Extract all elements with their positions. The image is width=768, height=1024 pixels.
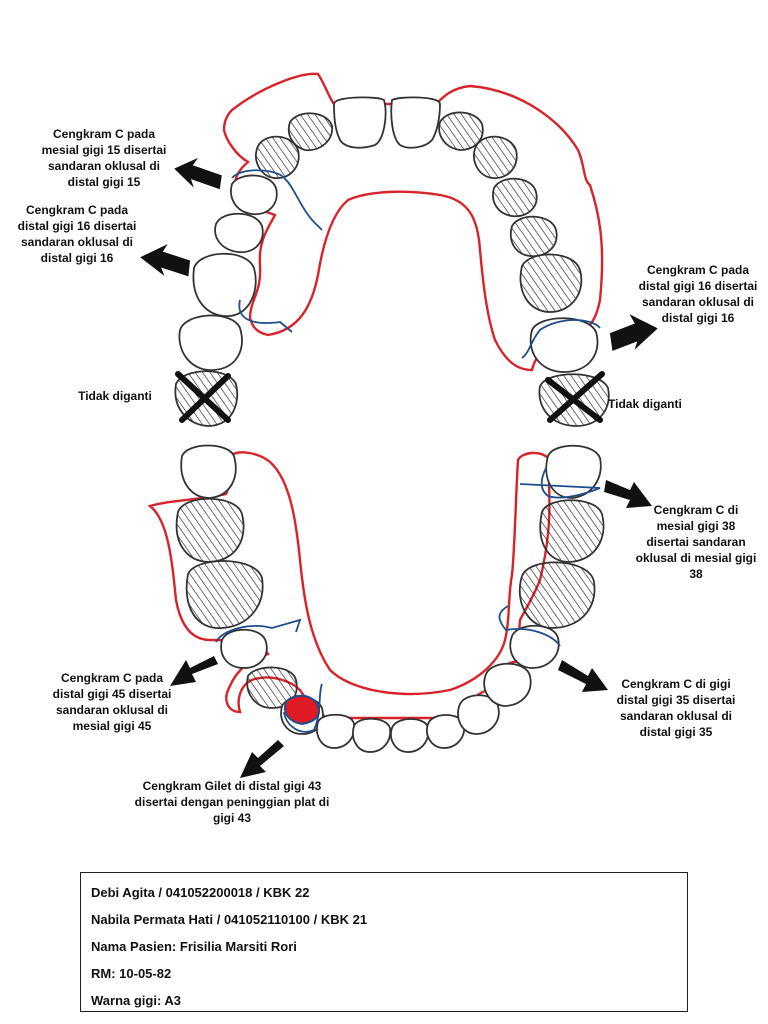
tooth-47 xyxy=(175,497,245,563)
label-lower-left-1: Cengkram C pada distal gigi 45 disertai … xyxy=(34,670,190,734)
tooth-38 xyxy=(545,444,602,499)
arrow-tr1 xyxy=(609,314,658,351)
label-line: distal gigi 16 xyxy=(40,251,114,265)
label-line: oklusal di mesial gigi xyxy=(635,551,757,565)
lower-clasp-45 xyxy=(215,618,302,643)
tooth-17 xyxy=(178,314,243,371)
label-line: disertai dengan peninggian plat di xyxy=(134,795,330,809)
label-line: sandaran oklusal di xyxy=(47,159,161,173)
arrow-br1 xyxy=(604,480,652,508)
label-line: distal gigi 16 disertai xyxy=(17,219,137,233)
lower-arch xyxy=(147,444,605,753)
label-line: sandaran oklusal di xyxy=(20,235,134,249)
info-operator-2: Nabila Permata Hati / 041052110100 / KBK… xyxy=(91,912,368,927)
info-medical-record: RM: 10-05-82 xyxy=(91,966,172,981)
upper-clasp-15 xyxy=(231,169,323,231)
tooth-32 xyxy=(426,714,466,749)
label-line: sandaran oklusal di xyxy=(641,295,755,309)
label-lower-right-1: Cengkram C di mesial gigi 38 disertai sa… xyxy=(628,502,764,582)
label-line: mesial gigi 38 xyxy=(656,519,736,533)
tooth-11 xyxy=(333,96,387,149)
label-line: 38 xyxy=(689,567,703,581)
label-line: Cengkram C pada xyxy=(25,203,129,217)
label-line: Cengkram C pada xyxy=(52,127,156,141)
right-missing-x-mark xyxy=(545,371,605,423)
label-line: distal gigi 15 xyxy=(67,175,141,189)
tooth-45 xyxy=(220,628,268,669)
tooth-21 xyxy=(390,96,441,149)
label-line: Tidak diganti xyxy=(608,397,682,411)
label-line: Cengkram Gilet di distal gigi 43 xyxy=(142,779,322,793)
label-line: distal gigi 35 disertai xyxy=(616,693,736,707)
tooth-13 xyxy=(255,135,300,179)
tooth-34 xyxy=(483,662,532,707)
label-lower-center-1: Cengkram Gilet di distal gigi 43 diserta… xyxy=(120,778,344,826)
label-line: sandaran oklusal di xyxy=(619,709,733,723)
label-line: Cengkram C pada xyxy=(60,671,164,685)
tooth-25 xyxy=(509,215,558,258)
tooth-33 xyxy=(457,694,500,735)
lower-clasp-35 xyxy=(498,605,561,647)
tooth-48 xyxy=(180,444,237,499)
tooth-15 xyxy=(214,212,264,254)
info-operator-1: Debi Agita / 041052200018 / KBK 22 xyxy=(91,885,310,900)
tooth-14 xyxy=(230,174,278,216)
label-upper-left-2: Cengkram C pada distal gigi 16 disertai … xyxy=(2,202,152,266)
tooth-46 xyxy=(185,560,264,629)
tooth-26 xyxy=(519,253,583,313)
tooth-36 xyxy=(518,561,596,629)
tooth-42 xyxy=(316,713,356,749)
label-upper-left-1: Cengkram C pada mesial gigi 15 disertai … xyxy=(20,126,188,190)
tooth-31 xyxy=(390,718,430,753)
arrow-bc1 xyxy=(240,740,284,778)
patient-info-box: Debi Agita / 041052200018 / KBK 22 Nabil… xyxy=(80,872,688,1012)
label-line: sandaran oklusal di xyxy=(55,703,169,717)
label-line: Cengkram C di gigi xyxy=(621,677,731,691)
tooth-24 xyxy=(492,177,538,218)
label-line: mesial gigi 45 xyxy=(72,719,152,733)
gilet-clasp-43 xyxy=(284,694,320,726)
label-lower-right-2: Cengkram C di gigi distal gigi 35 disert… xyxy=(600,676,752,740)
label-line: mesial gigi 15 disertai xyxy=(41,143,167,157)
info-tooth-shade: Warna gigi: A3 xyxy=(91,993,182,1008)
tooth-23 xyxy=(473,135,518,179)
lower-clasp-43 xyxy=(283,683,323,733)
label-left-missing: Tidak diganti xyxy=(70,388,160,404)
label-line: Tidak diganti xyxy=(78,389,152,403)
tooth-37 xyxy=(539,499,605,563)
label-line: gigi 43 xyxy=(212,811,251,825)
label-line: disertai sandaran xyxy=(646,535,746,549)
label-line: Cengkram C pada xyxy=(646,263,750,277)
label-line: distal gigi 45 disertai xyxy=(52,687,172,701)
tooth-16 xyxy=(192,252,257,317)
upper-plate-outline xyxy=(222,72,604,372)
label-line: Cengkram C di xyxy=(653,503,739,517)
arrow-bl1 xyxy=(170,656,218,686)
arrows xyxy=(140,157,658,778)
label-right-missing: Tidak diganti xyxy=(608,396,698,412)
left-missing-x-mark xyxy=(175,371,231,423)
tooth-27 xyxy=(529,317,599,373)
label-upper-right-1: Cengkram C pada distal gigi 16 disertai … xyxy=(630,262,766,326)
tooth-35 xyxy=(509,624,560,669)
label-line: distal gigi 16 disertai xyxy=(638,279,758,293)
arrow-tl2 xyxy=(140,244,191,277)
lower-clasp-38 xyxy=(519,467,601,499)
upper-arch xyxy=(174,72,610,427)
upper-clasp-27 xyxy=(521,319,601,359)
label-line: distal gigi 16 xyxy=(661,311,735,325)
tooth-41 xyxy=(352,717,392,753)
arrow-tl1 xyxy=(174,157,222,190)
label-line: distal gigi 35 xyxy=(639,725,713,739)
tooth-12 xyxy=(287,112,333,152)
info-patient-name: Nama Pasien: Frisilia Marsiti Rori xyxy=(91,939,297,954)
upper-clasp-16 xyxy=(238,299,293,333)
arrow-br2 xyxy=(558,660,608,692)
